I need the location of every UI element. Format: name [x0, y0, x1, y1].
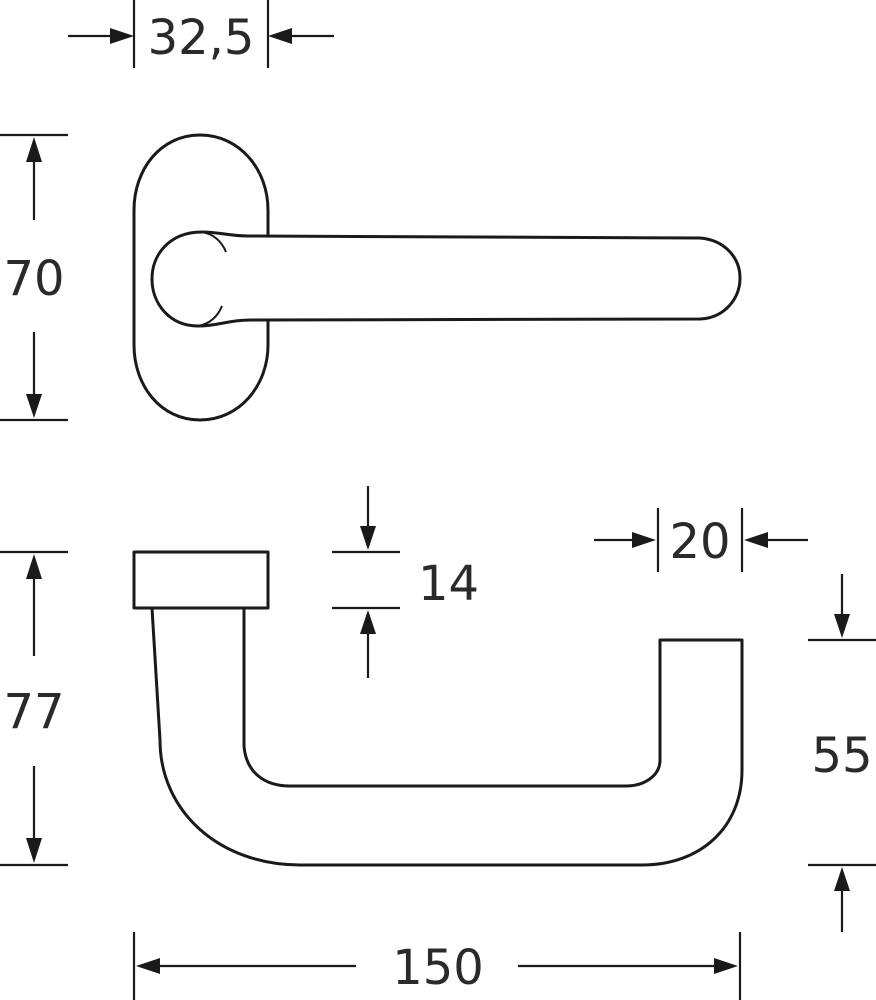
dimension-label-lever-height: 77	[3, 684, 64, 740]
dimension-lever-length: 150	[132, 932, 742, 1000]
top-view	[132, 133, 742, 422]
dimension-label-lever-length: 150	[392, 940, 484, 996]
rose-collar-outline	[132, 550, 270, 610]
dimension-label-rose-width: 32,5	[148, 10, 255, 66]
lever-neck-line	[197, 231, 227, 327]
side-view	[132, 550, 744, 867]
dimension-rose-width: 32,5	[68, 0, 334, 68]
dimension-lever-tip-width: 20	[594, 508, 808, 572]
dimension-label-lever-tip-height: 55	[811, 728, 872, 784]
lever-arm-top-outline	[150, 230, 742, 328]
dimension-label-rose-thickness: 14	[418, 556, 479, 612]
dimension-label-lever-tip-width: 20	[669, 514, 730, 570]
dimension-rose-height: 70	[0, 133, 68, 422]
dimension-lever-tip-height: 55	[808, 574, 876, 932]
lever-side-outline	[150, 606, 744, 867]
dimension-label-rose-height: 70	[3, 251, 64, 307]
dimension-rose-thickness: 14	[332, 486, 479, 678]
dimension-lever-height: 77	[0, 550, 68, 867]
